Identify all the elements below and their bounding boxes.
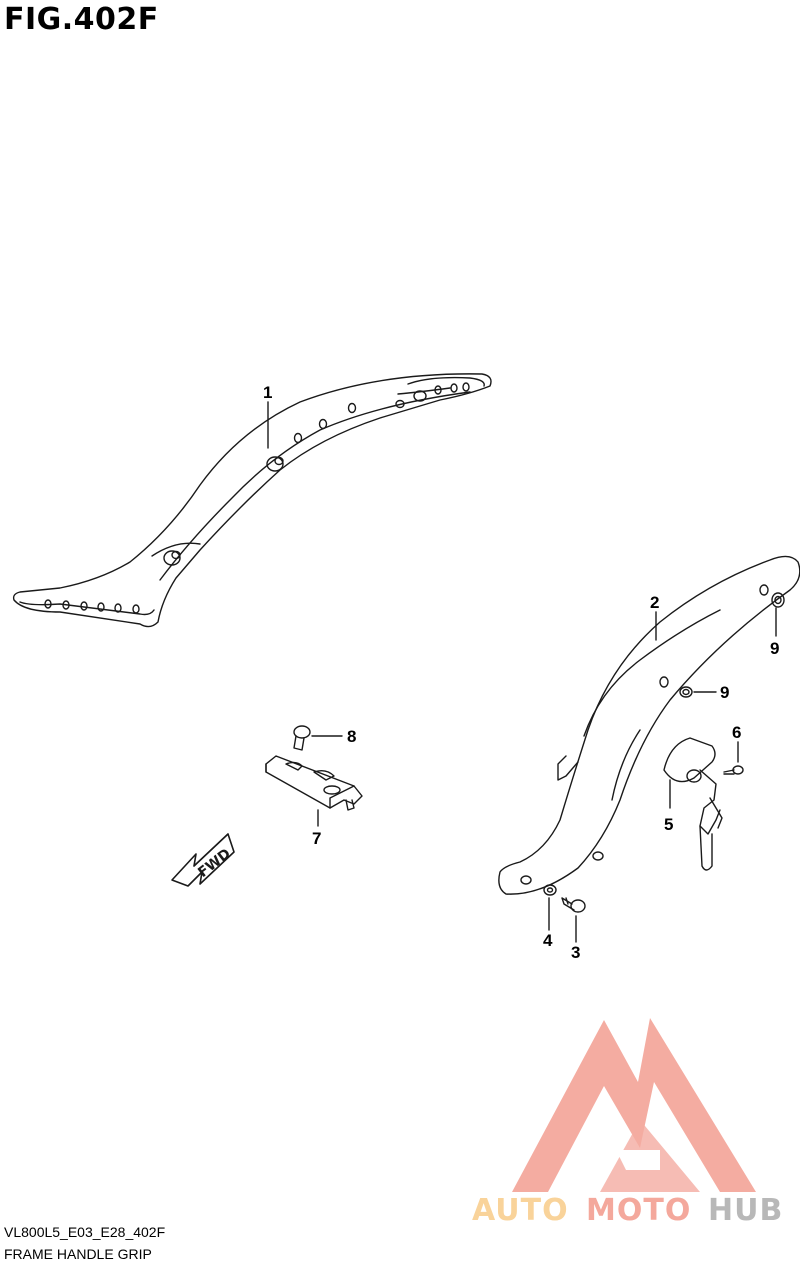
callout-8: 8 (347, 727, 356, 746)
figure-title: FIG.402F (4, 2, 159, 37)
callout-1: 1 (263, 383, 272, 402)
part-2-right-handle-grip (498, 555, 800, 895)
watermark-hub: HUB (708, 1193, 783, 1228)
part-3-bolt (561, 897, 586, 943)
fwd-arrow-icon (171, 833, 235, 887)
callout-5: 5 (664, 815, 673, 834)
part-6-screw (723, 741, 744, 775)
callout-9-upper: 9 (770, 639, 779, 658)
part-5-bracket (663, 737, 723, 871)
watermark-auto: AUTO (472, 1193, 569, 1228)
part-9-grommets (679, 592, 785, 698)
part-1-left-handle-grip (12, 373, 492, 628)
figure-name: FRAME HANDLE GRIP (4, 1246, 152, 1262)
part-4-washer (543, 884, 557, 931)
automotohub-logo (512, 1018, 756, 1192)
fwd-label: FWD (195, 846, 234, 881)
part-8-screw (293, 725, 343, 751)
callout-7: 7 (312, 829, 321, 848)
part-7-plate (265, 755, 363, 827)
callout-2: 2 (650, 593, 659, 612)
callout-9-lower: 9 (720, 683, 729, 702)
callout-4: 4 (543, 931, 553, 950)
figure-code: VL800L5_E03_E28_402F (4, 1224, 166, 1240)
callout-6: 6 (732, 723, 741, 742)
callout-3: 3 (571, 943, 580, 962)
watermark-moto: MOTO (586, 1193, 691, 1228)
